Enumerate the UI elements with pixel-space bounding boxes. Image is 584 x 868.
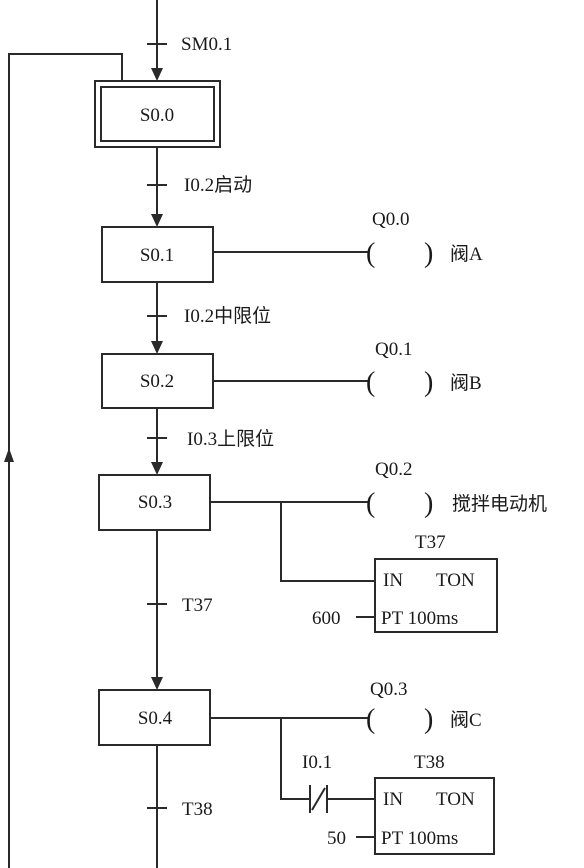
timer-name-t38: T38 bbox=[414, 752, 445, 773]
coil-desc-s03: 搅拌电动机 bbox=[452, 493, 547, 515]
arrow-to-s04-icon bbox=[151, 677, 163, 690]
coil-desc-s02: 阀B bbox=[450, 372, 482, 394]
step-s01: S0.1 ( ) Q0.0 阀A bbox=[101, 209, 483, 283]
arrow-to-s02-icon bbox=[151, 341, 163, 354]
timer-in-t37: IN bbox=[383, 570, 403, 591]
transition-label-s01: I0.2启动 bbox=[184, 174, 252, 196]
coil-address-s04: Q0.3 bbox=[370, 679, 407, 700]
transition-label-s02: I0.2中限位 bbox=[184, 305, 271, 327]
step-label-s02: S0.2 bbox=[140, 371, 174, 392]
coil-desc-s01: 阀A bbox=[450, 243, 483, 265]
arrow-to-s00-icon bbox=[151, 68, 163, 81]
main-flow bbox=[147, 0, 167, 868]
return-loop bbox=[4, 53, 123, 868]
coil-address-s01: Q0.0 bbox=[372, 209, 409, 230]
transition-label-s03: I0.3上限位 bbox=[187, 428, 274, 450]
timer-preset-t38: 50 bbox=[327, 828, 346, 849]
timer-preset-t37: 600 bbox=[312, 608, 341, 629]
coil-left-paren-s03: ( bbox=[366, 488, 375, 519]
timer-pt-t38: PT 100ms bbox=[381, 828, 458, 849]
contact-i01: I0.1 bbox=[302, 752, 375, 813]
timer-type-t37: TON bbox=[436, 570, 475, 591]
coil-desc-s04: 阀C bbox=[450, 709, 482, 731]
coil-right-paren-s03: ) bbox=[424, 488, 433, 519]
transition-label-final: T38 bbox=[182, 799, 213, 820]
transition-label-sm01: SM0.1 bbox=[181, 34, 232, 55]
coil-right-paren-s01: ) bbox=[424, 238, 433, 269]
transition-label-s04: T37 bbox=[182, 595, 213, 616]
step-s02: S0.2 ( ) Q0.1 阀B bbox=[101, 339, 482, 409]
coil-right-paren-s02: ) bbox=[424, 367, 433, 398]
step-label-s00: S0.0 bbox=[140, 105, 174, 126]
step-s03: S0.3 ( ) Q0.2 搅拌电动机 bbox=[98, 459, 547, 582]
coil-left-paren-s01: ( bbox=[366, 238, 375, 269]
coil-address-s02: Q0.1 bbox=[375, 339, 412, 360]
step-label-s03: S0.3 bbox=[138, 492, 172, 513]
timer-type-t38: TON bbox=[436, 789, 475, 810]
timer-name-t37: T37 bbox=[415, 532, 446, 553]
coil-left-paren-s04: ( bbox=[366, 704, 375, 735]
timer-in-t38: IN bbox=[383, 789, 403, 810]
loop-up-arrow-icon bbox=[4, 448, 14, 462]
coil-right-paren-s04: ) bbox=[424, 704, 433, 735]
timer-t37: T37 IN TON PT 100ms 600 bbox=[312, 532, 498, 633]
step-label-s04: S0.4 bbox=[138, 708, 173, 729]
timer-pt-t37: PT 100ms bbox=[381, 608, 458, 629]
arrow-to-s01-icon bbox=[151, 214, 163, 227]
initial-step-s00: S0.0 bbox=[94, 80, 221, 148]
arrow-to-s03-icon bbox=[151, 462, 163, 475]
contact-label-i01: I0.1 bbox=[302, 752, 332, 773]
coil-left-paren-s02: ( bbox=[366, 367, 375, 398]
coil-address-s03: Q0.2 bbox=[375, 459, 412, 480]
step-s04: S0.4 ( ) Q0.3 阀C bbox=[98, 679, 482, 800]
step-label-s01: S0.1 bbox=[140, 245, 174, 266]
timer-t38: T38 IN TON PT 100ms 50 bbox=[327, 752, 495, 855]
